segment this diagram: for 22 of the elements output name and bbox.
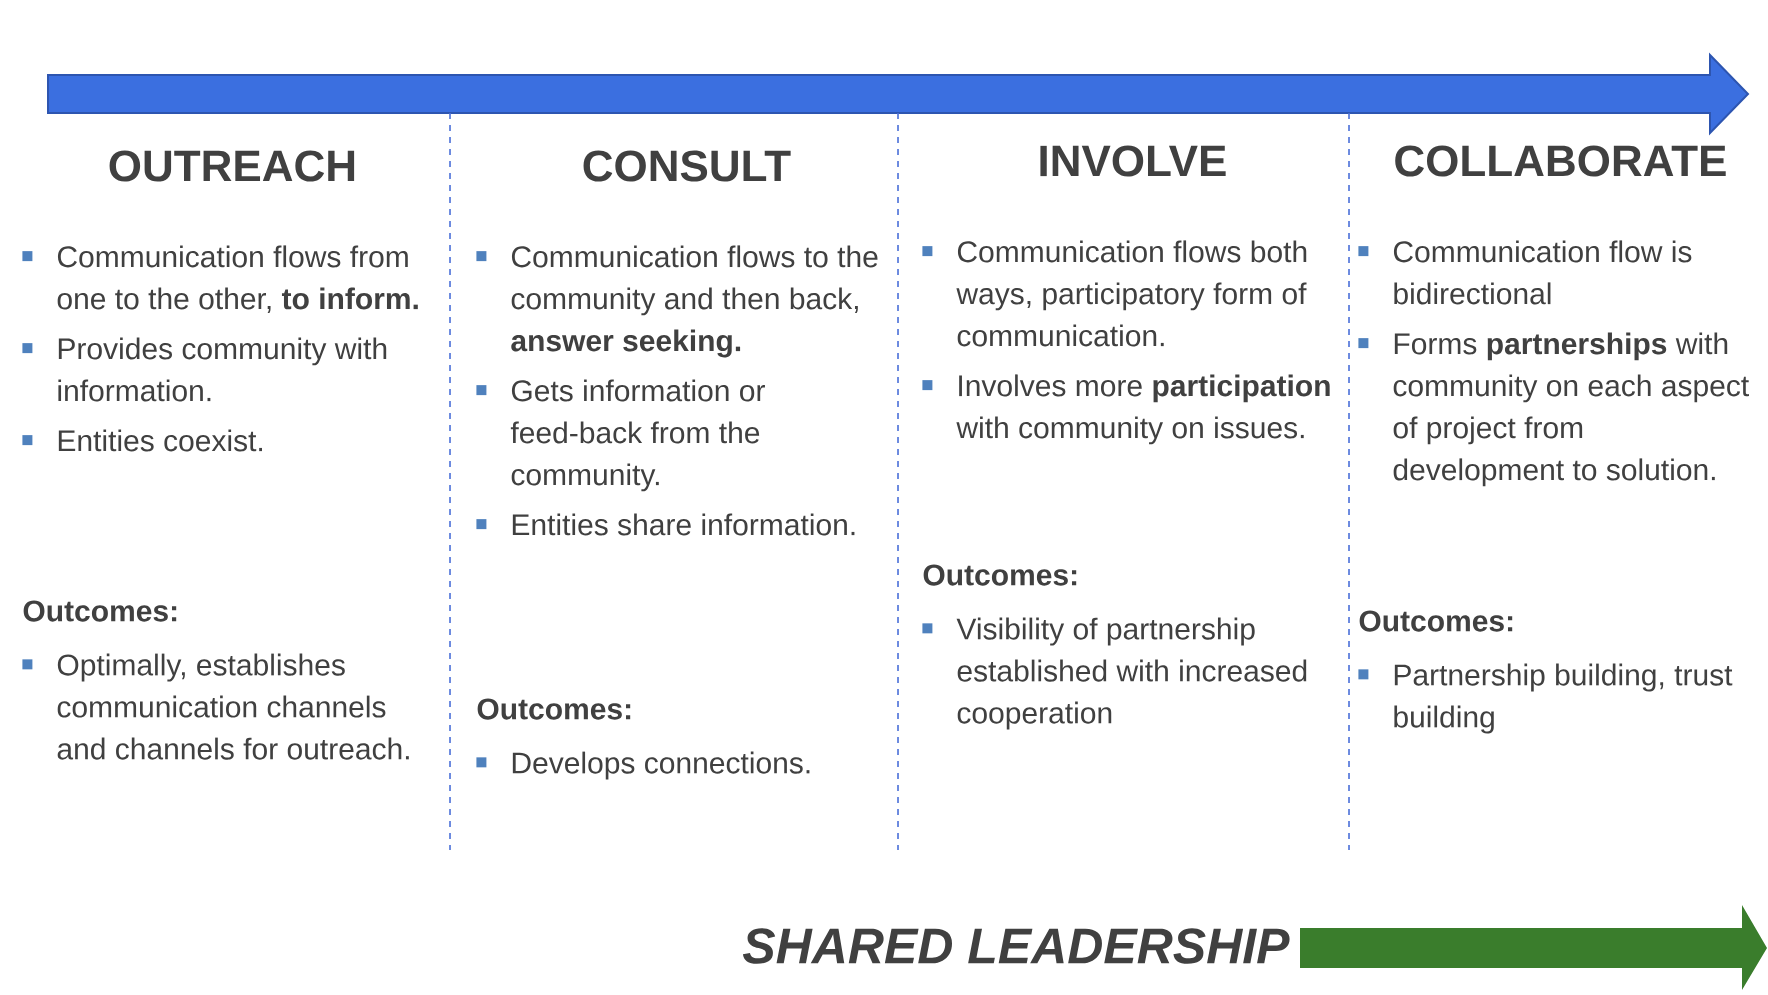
section-heading: Outcomes: — [23, 600, 177, 622]
section-heading: Outcomes: — [477, 698, 631, 720]
list-item-text: Communication flows both ways, participatory form of communication. — [956, 240, 1307, 347]
list-item-text: Provides community with information. — [58, 337, 387, 402]
list-item-text: Communication flows to the community and then back, answer seeking. — [511, 245, 878, 358]
list-item-text: Entities coexist. — [58, 429, 263, 452]
list-item-text: Develops connections. — [512, 751, 810, 780]
section-heading: Outcomes: — [1359, 610, 1513, 632]
list-item-text: Communication flows from one to the other, to inform. — [57, 245, 418, 313]
arrow-label: SHARED LEADERSHIP — [742, 928, 1290, 964]
column-heading: INVOLVE — [1040, 145, 1226, 177]
list-item-text: Forms partnerships with community on each aspect of project from development to solution. — [1393, 332, 1749, 487]
list-item-text: Involves more participation with community on issues. — [956, 374, 1330, 445]
column-heading: CONSULT — [583, 150, 791, 182]
list-item-text: Entities share information. — [512, 513, 855, 536]
list-item-text: Optimally, establishes communication channels and channels for outreach. — [57, 653, 409, 760]
column-heading: OUTREACH — [109, 150, 355, 182]
list-item-text: Gets information or feed-back from the community. — [510, 379, 765, 492]
list-item-text: Partnership building, trust building — [1394, 663, 1733, 734]
section-heading: Outcomes: — [923, 564, 1077, 586]
list-item-text: Visibility of partnership established with increased cooperation — [956, 617, 1307, 730]
column-heading: COLLABORATE — [1395, 145, 1726, 177]
